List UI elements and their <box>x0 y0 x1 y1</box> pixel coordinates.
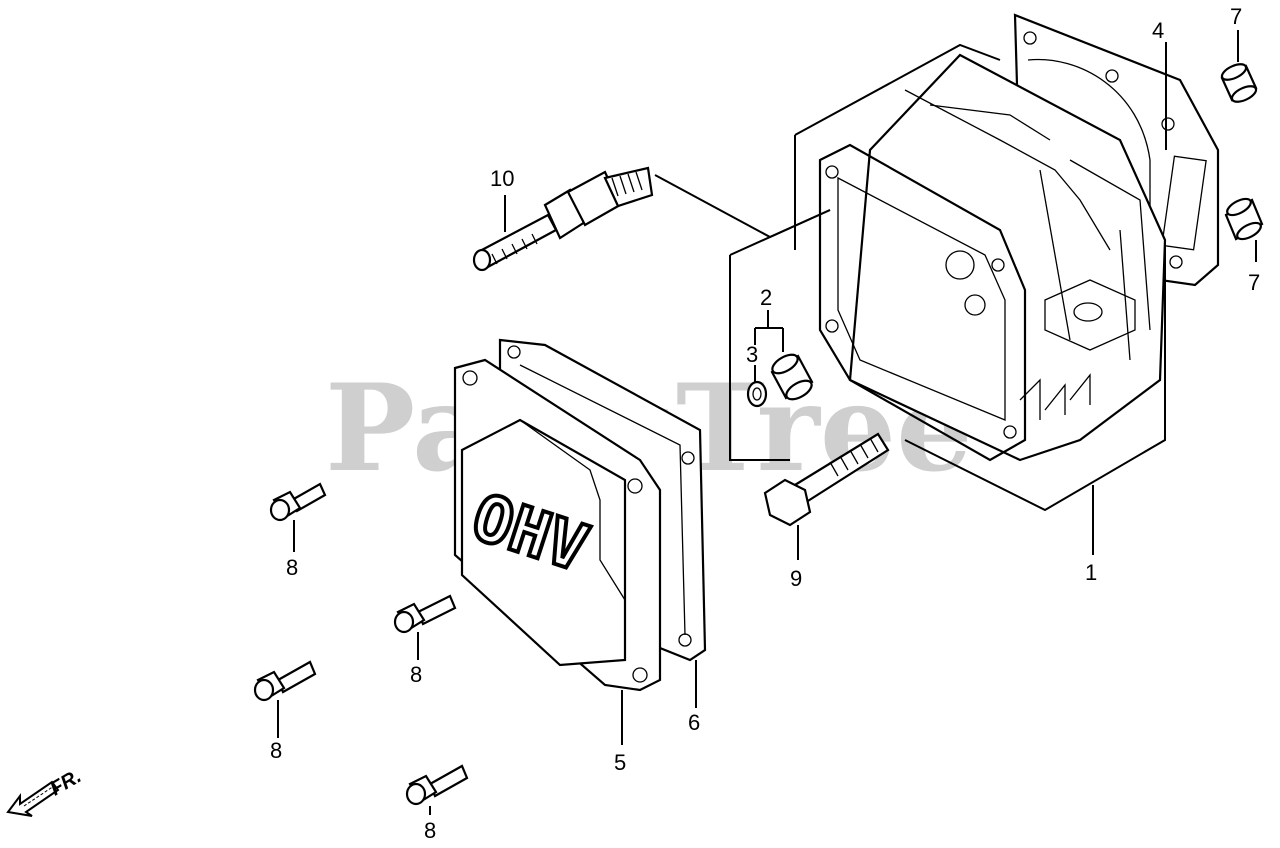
washer <box>746 380 768 408</box>
flange-bolt-4 <box>405 764 469 806</box>
head-bolt <box>763 432 890 527</box>
collar <box>770 353 814 401</box>
flange-bolt-3 <box>253 660 317 702</box>
callout-9: 9 <box>790 566 802 591</box>
cylinder-head <box>818 13 1220 462</box>
callout-5: 5 <box>614 750 626 775</box>
callout-4: 4 <box>1152 18 1164 43</box>
callout-3: 3 <box>746 342 758 367</box>
callout-1: 1 <box>1085 560 1097 585</box>
assembly-bracket <box>729 43 1166 512</box>
callout-6: 6 <box>688 710 700 735</box>
flange-bolt-1 <box>269 482 327 522</box>
callout-2: 2 <box>760 285 772 310</box>
callout-10: 10 <box>490 166 514 191</box>
leader-2-3 <box>754 310 784 382</box>
callout-8-a: 8 <box>286 555 298 580</box>
dowel-pin-upper <box>1220 63 1258 103</box>
flange-bolt-2 <box>393 594 457 634</box>
leader-10 <box>504 174 831 239</box>
front-direction-arrow <box>6 780 60 817</box>
callout-8-c: 8 <box>270 738 282 763</box>
dowel-pin-lower <box>1224 197 1264 241</box>
spark-plug <box>472 166 654 272</box>
callout-8-b: 8 <box>410 662 422 687</box>
valve-cover: OHV <box>453 358 662 692</box>
callout-8-d: 8 <box>424 818 436 843</box>
callout-7-upper: 7 <box>1230 4 1242 29</box>
callout-7-lower: 7 <box>1248 270 1260 295</box>
